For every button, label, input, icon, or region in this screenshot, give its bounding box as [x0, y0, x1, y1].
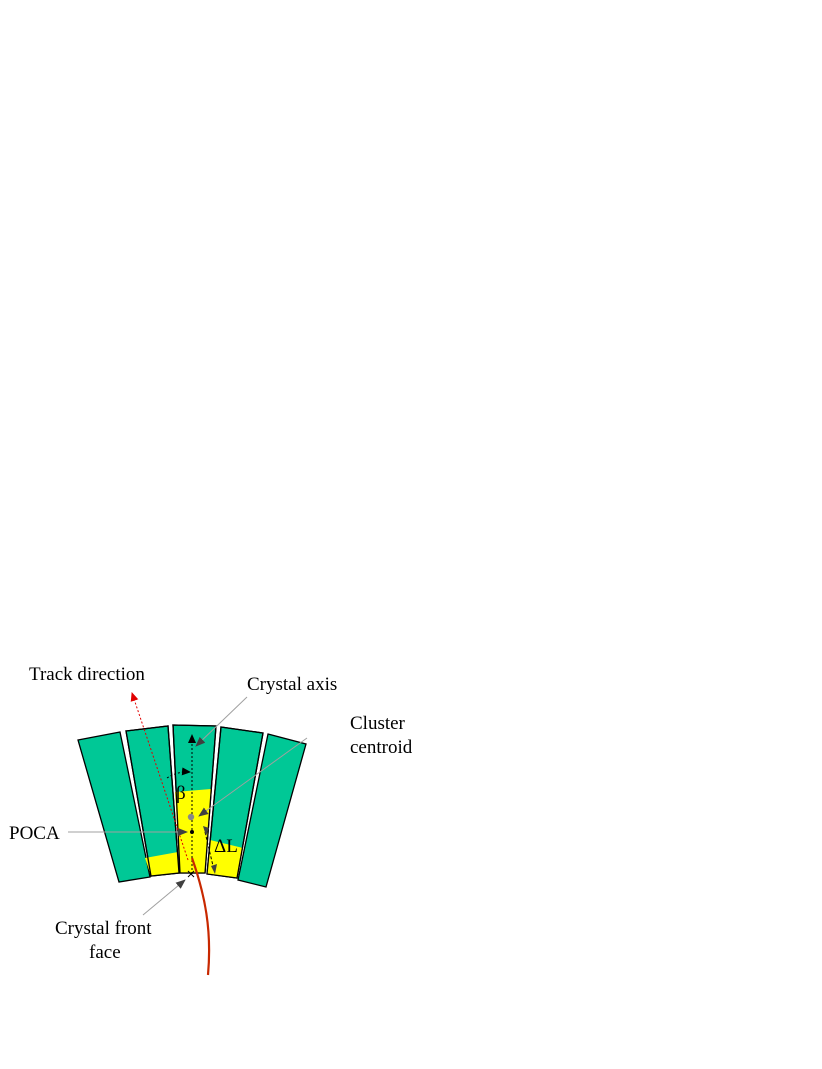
poca-point: [190, 830, 194, 834]
beta-angle-arc: [166, 767, 191, 779]
crystal-axis-label: Crystal axis: [247, 674, 337, 695]
delta-l-indicator: [204, 831, 215, 871]
deposit-crystal-2: [145, 852, 179, 876]
track-direction-label: Track direction: [29, 664, 145, 685]
poca-label: POCA: [9, 823, 60, 844]
delta-l-label: ΔL: [214, 836, 238, 857]
crystal-5: [237, 733, 307, 888]
front-face-label-line2: face: [89, 942, 121, 963]
cluster-centroid-label-line2: centroid: [350, 737, 413, 758]
front-face-cross: [187, 870, 195, 878]
beta-label: β: [176, 783, 186, 804]
front-face-label-line1: Crystal front: [55, 918, 152, 939]
particle-track: [190, 857, 211, 976]
crystal-axis-leader: [195, 696, 248, 747]
cluster-centroid-label-line1: Cluster: [350, 713, 406, 734]
cluster-centroid-leader: [198, 737, 308, 817]
crystal-1: [77, 731, 151, 883]
front-face-leader: [142, 879, 186, 916]
cluster-centroid-point: [187, 813, 195, 821]
